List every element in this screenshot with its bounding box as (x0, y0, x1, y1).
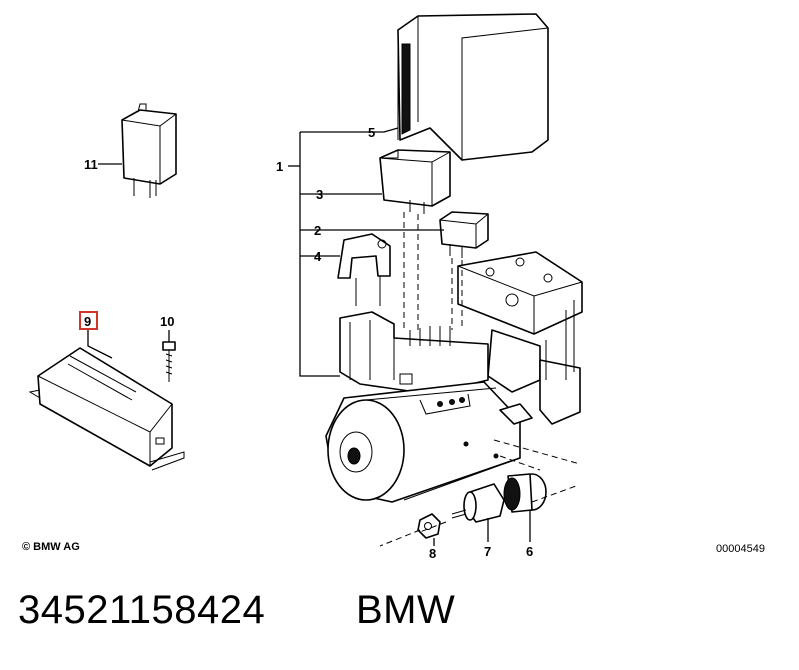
assembly-lines (379, 212, 581, 547)
part-5-cover (397, 13, 549, 161)
part-7-sleeve (451, 483, 505, 523)
copyright-label: © BMW AG (22, 541, 80, 553)
leader-lines (87, 163, 531, 546)
callout-10: 10 (160, 314, 174, 329)
part-2-relay (439, 211, 489, 258)
highlight-box-9 (79, 311, 98, 330)
pump-motor (325, 381, 533, 503)
callout-2: 2 (314, 223, 321, 238)
part-11-relay (121, 103, 177, 198)
callout-3: 3 (316, 187, 323, 202)
hydraulic-unit (339, 251, 583, 425)
part-8-nut (417, 513, 441, 539)
callout-9: 9 (84, 314, 91, 329)
callout-11: 11 (84, 157, 98, 172)
callout-1: 1 (276, 159, 283, 174)
brand-name: BMW (356, 588, 456, 632)
callout-4: 4 (314, 249, 322, 264)
group-1-bracket (288, 127, 444, 377)
callout-5: 5 (368, 125, 375, 140)
part-10-screw (162, 341, 176, 382)
part-6-mount (503, 473, 547, 513)
part-number: 34521158424 (18, 588, 266, 632)
callout-8: 8 (429, 546, 436, 561)
callout-7: 7 (484, 544, 491, 559)
part-4-holder (337, 233, 391, 306)
callout-6: 6 (526, 544, 533, 559)
part-9-control-unit (28, 347, 185, 471)
parts-diagram: 1 2 3 4 5 6 7 8 9 10 11 (28, 13, 583, 561)
diagram-reference: 00004549 (716, 543, 765, 555)
part-3-relay (379, 149, 451, 214)
